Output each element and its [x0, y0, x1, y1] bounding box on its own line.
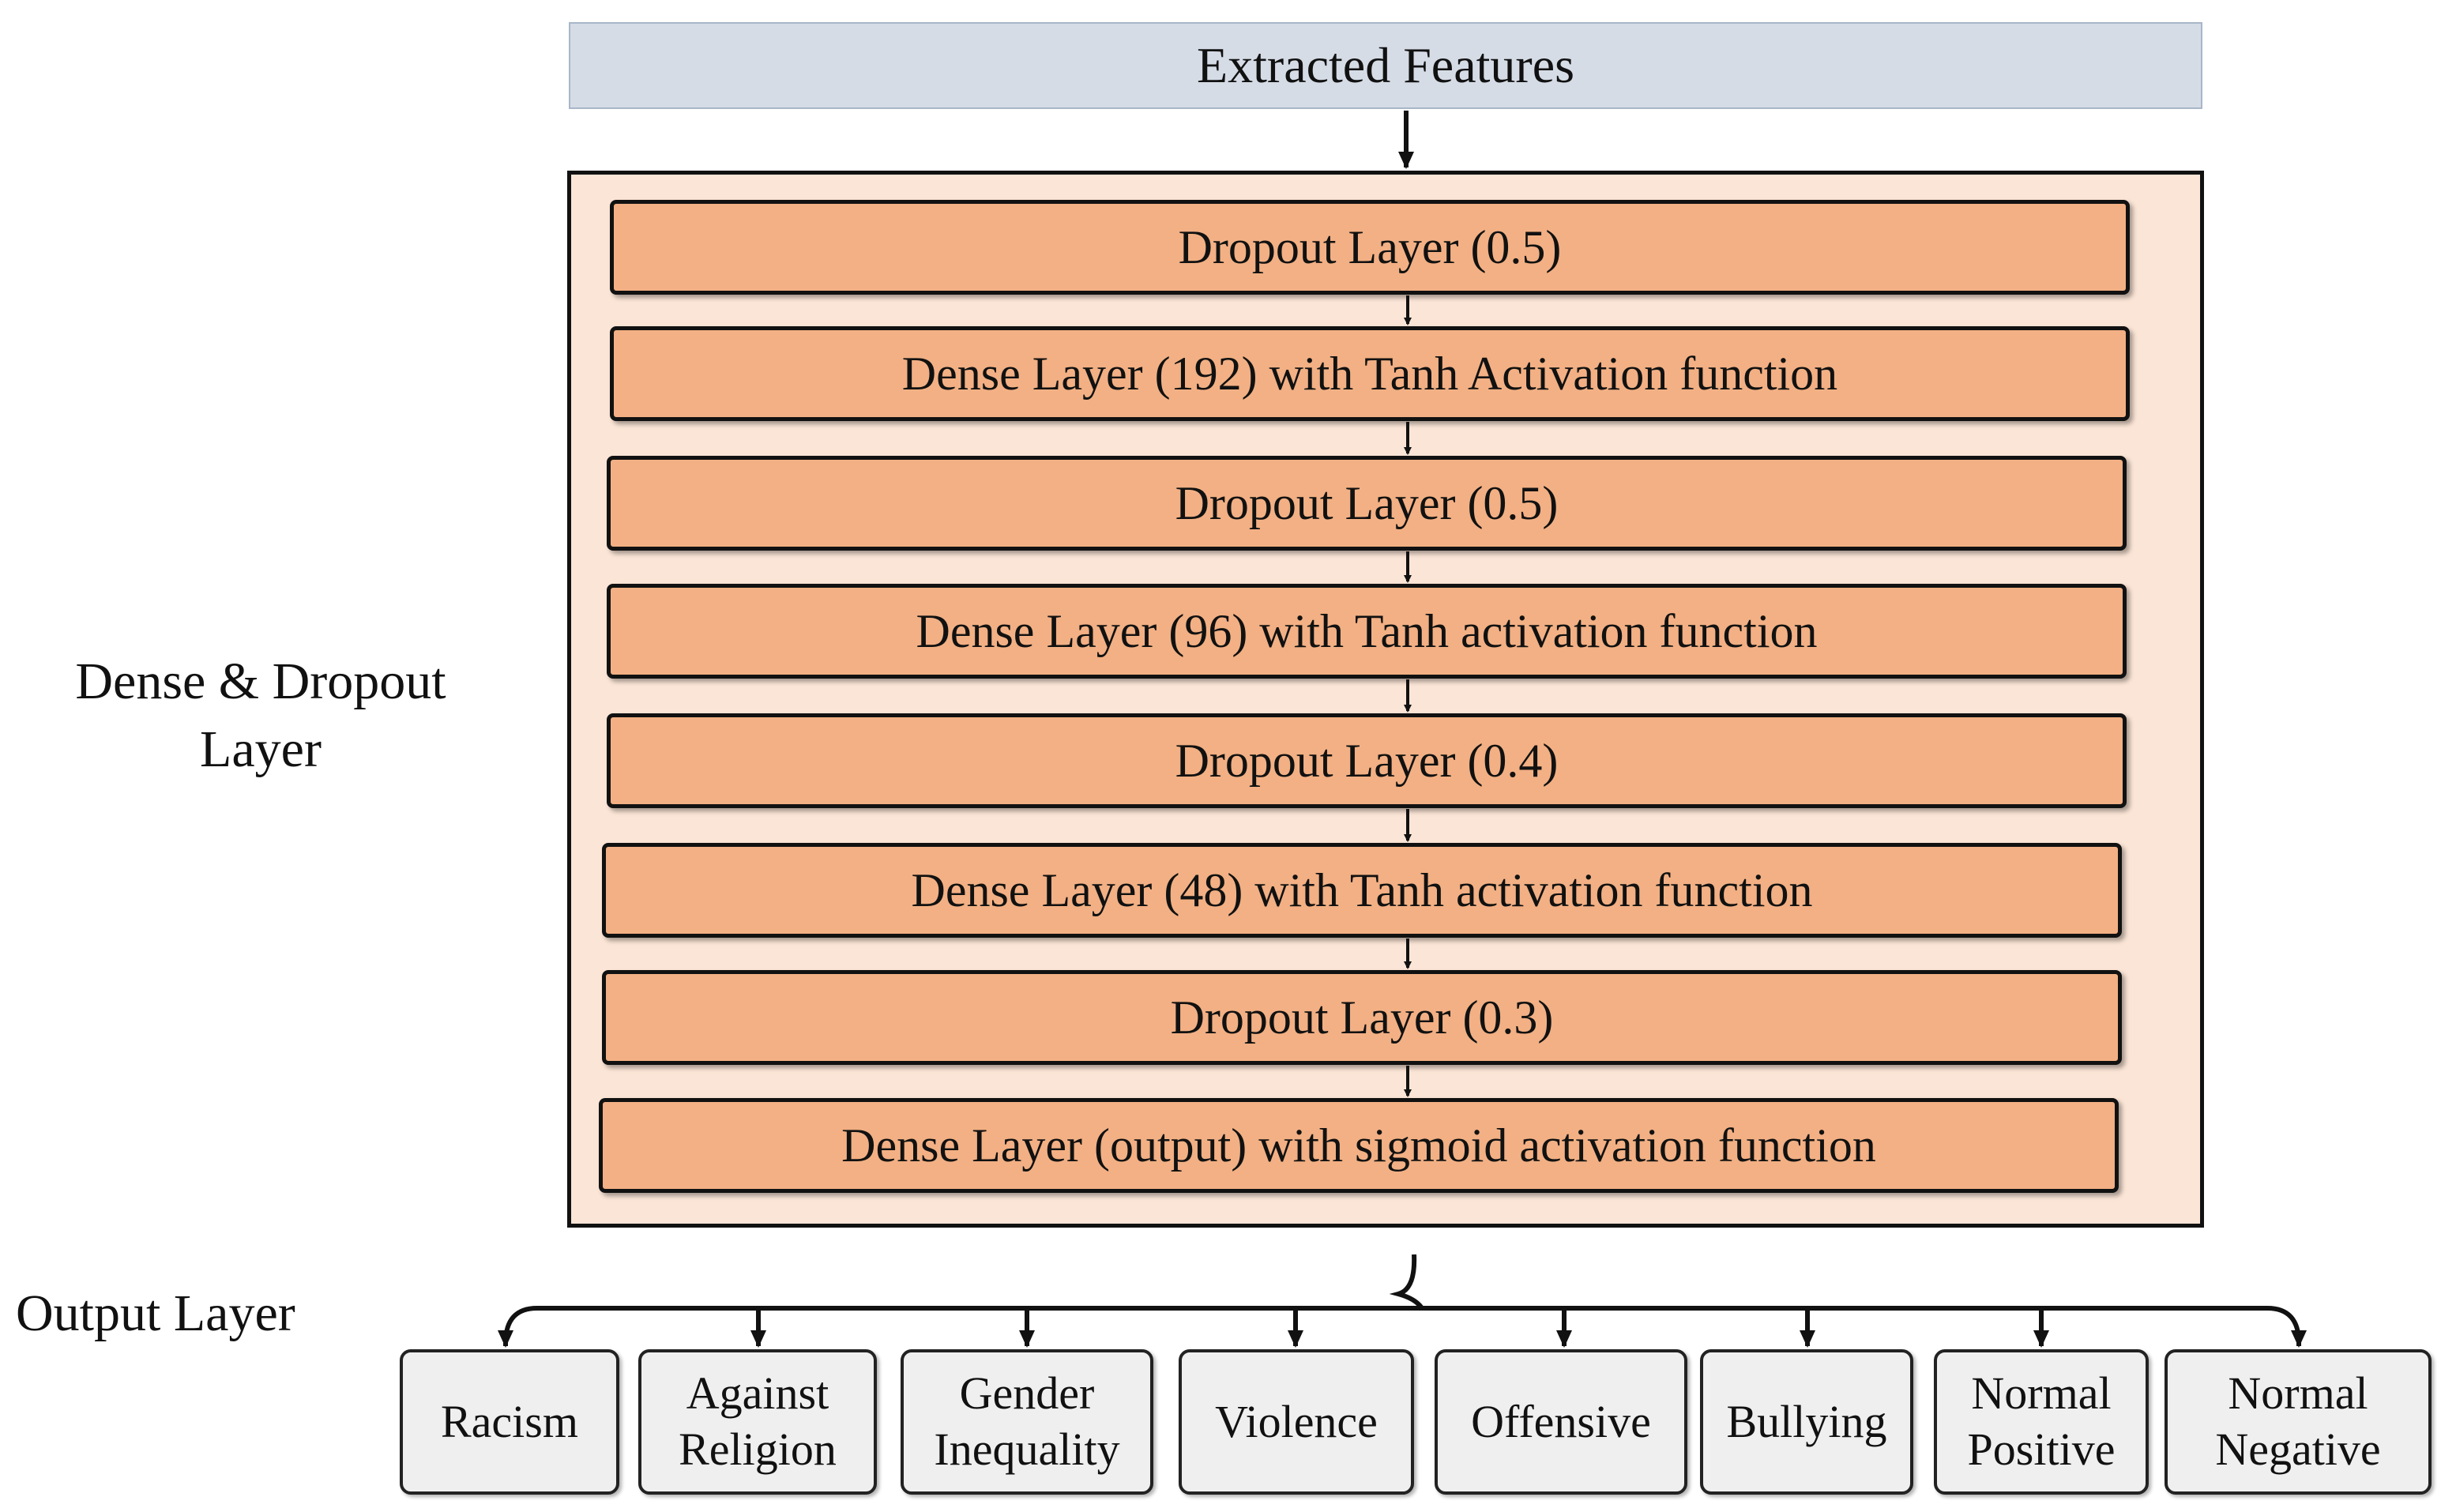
output-offensive-label: Offensive	[1471, 1395, 1651, 1447]
dropout-layer-4-label: Dropout Layer (0.3)	[1170, 991, 1554, 1044]
output-gender-inequality-label: Gender Inequality	[934, 1367, 1120, 1475]
dense-layer-output: Dense Layer (output) with sigmoid activa…	[599, 1098, 2119, 1193]
dense-layer-48-label: Dense Layer (48) with Tanh activation fu…	[911, 863, 1813, 916]
output-normal-negative: Normal Negative	[2165, 1349, 2432, 1495]
dropout-layer-1: Dropout Layer (0.5)	[610, 200, 2130, 295]
dropout-layer-2: Dropout Layer (0.5)	[607, 456, 2127, 551]
output-gender-inequality: Gender Inequality	[901, 1349, 1153, 1495]
extracted-features-box: Extracted Features	[569, 22, 2202, 109]
dense-layer-192: Dense Layer (192) with Tanh Activation f…	[610, 326, 2130, 421]
extracted-features-label: Extracted Features	[1197, 37, 1574, 93]
output-bus-line	[503, 1306, 2301, 1344]
dropout-layer-2-label: Dropout Layer (0.5)	[1175, 476, 1559, 529]
output-against-religion-label: Against Religion	[679, 1367, 837, 1475]
output-normal-positive: Normal Positive	[1934, 1349, 2149, 1495]
output-brace	[1389, 1254, 1424, 1310]
dropout-layer-3-label: Dropout Layer (0.4)	[1175, 734, 1559, 787]
output-racism: Racism	[400, 1349, 619, 1495]
dropout-layer-1-label: Dropout Layer (0.5)	[1178, 220, 1562, 273]
dropout-layer-4: Dropout Layer (0.3)	[602, 970, 2122, 1065]
dense-dropout-side-label: Dense & Dropout Layer	[75, 653, 446, 778]
output-layer-side-label: Output Layer	[16, 1284, 295, 1342]
output-against-religion: Against Religion	[638, 1349, 877, 1495]
output-bullying: Bullying	[1700, 1349, 1913, 1495]
dropout-layer-3: Dropout Layer (0.4)	[607, 713, 2127, 808]
dense-layer-192-label: Dense Layer (192) with Tanh Activation f…	[901, 347, 1838, 400]
output-offensive: Offensive	[1435, 1349, 1687, 1495]
output-bullying-label: Bullying	[1726, 1395, 1887, 1447]
dense-layer-output-label: Dense Layer (output) with sigmoid activa…	[841, 1119, 1876, 1172]
dense-layer-96: Dense Layer (96) with Tanh activation fu…	[607, 584, 2127, 679]
output-violence-label: Violence	[1215, 1395, 1378, 1447]
output-normal-positive-label: Normal Positive	[1967, 1367, 2116, 1475]
dense-layer-48: Dense Layer (48) with Tanh activation fu…	[602, 843, 2122, 938]
output-normal-negative-label: Normal Negative	[2215, 1367, 2381, 1475]
dense-layer-96-label: Dense Layer (96) with Tanh activation fu…	[916, 604, 1818, 657]
output-racism-label: Racism	[441, 1395, 578, 1447]
output-violence: Violence	[1179, 1349, 1414, 1495]
